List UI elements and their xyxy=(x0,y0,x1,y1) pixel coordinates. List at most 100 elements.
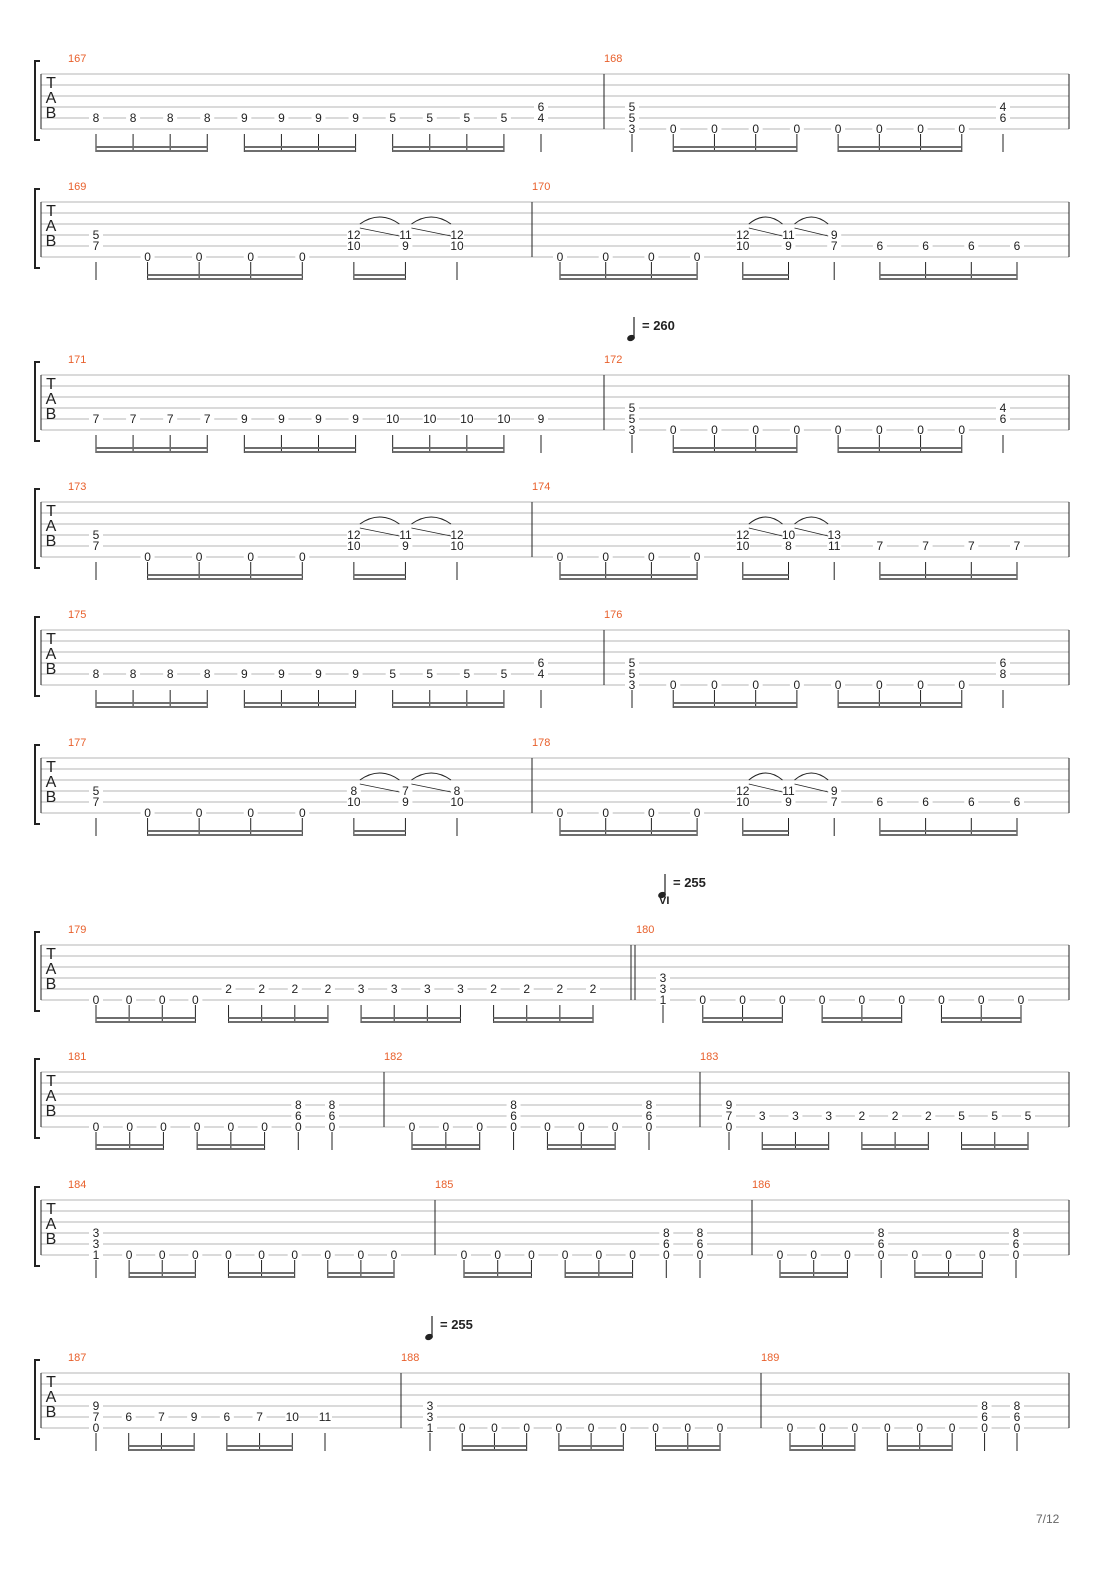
fret-number: 7 xyxy=(204,412,211,426)
fret-number: 0 xyxy=(978,993,985,1007)
beam xyxy=(565,1272,633,1274)
beam xyxy=(780,1276,848,1278)
fret-background xyxy=(496,414,511,424)
fret-number: 0 xyxy=(192,993,199,1007)
tempo-marking: = 255 xyxy=(425,1316,473,1341)
beam xyxy=(762,1144,829,1146)
fret-background xyxy=(387,984,402,994)
fret-number: 6 xyxy=(329,1109,336,1123)
fret-number: 0 xyxy=(717,1421,724,1435)
fret-background xyxy=(954,425,969,435)
fret-number: 0 xyxy=(443,1120,450,1134)
beam xyxy=(655,1449,720,1451)
fret-background xyxy=(1014,995,1028,1005)
fret-number: 0 xyxy=(1014,1421,1021,1435)
fret-background xyxy=(666,425,681,435)
fret-background xyxy=(89,1250,103,1260)
tab-clef-letter: A xyxy=(46,774,57,791)
fret-number: 0 xyxy=(126,993,133,1007)
fret-background xyxy=(291,1122,306,1132)
fret-number: 0 xyxy=(646,1120,653,1134)
fret-number: 0 xyxy=(684,1421,691,1435)
fret-number: 11 xyxy=(828,539,841,553)
fret-background xyxy=(163,414,178,424)
fret-background xyxy=(831,680,846,690)
beam xyxy=(861,1144,929,1146)
fret-number: 2 xyxy=(325,982,332,996)
beam xyxy=(147,274,303,276)
slur xyxy=(359,772,400,781)
quarter-note-icon xyxy=(425,1333,433,1341)
fret-number: 8 xyxy=(167,111,174,125)
beam xyxy=(96,1021,196,1023)
fret-background xyxy=(977,1401,992,1411)
beam xyxy=(96,1017,196,1019)
fret-background xyxy=(827,230,842,240)
fret-number: 0 xyxy=(652,1421,659,1435)
fret-background xyxy=(656,984,670,994)
slide-line xyxy=(359,783,400,793)
beam xyxy=(547,1148,616,1150)
fret-background xyxy=(291,1111,306,1121)
beam xyxy=(147,830,303,832)
fret-background xyxy=(996,669,1010,679)
fret-number: 9 xyxy=(352,111,359,125)
tab-clef-letter: T xyxy=(46,376,56,393)
fret-number: 0 xyxy=(93,1120,100,1134)
beam xyxy=(147,574,303,576)
fret-background xyxy=(423,1401,437,1411)
quarter-note-icon xyxy=(658,891,666,899)
tab-clef-letter: T xyxy=(46,75,56,92)
fret-background xyxy=(996,102,1010,112)
fret-number: 5 xyxy=(991,1109,998,1123)
fret-background xyxy=(89,995,103,1005)
fret-background xyxy=(872,425,887,435)
fret-background xyxy=(656,973,670,983)
measure-number: 188 xyxy=(401,1352,419,1364)
fret-background xyxy=(666,124,681,134)
fret-number: 8 xyxy=(351,784,358,798)
tempo-extra: VI xyxy=(659,895,669,907)
fret-number: 10 xyxy=(347,795,361,809)
fret-background xyxy=(977,1412,992,1422)
fret-background xyxy=(89,797,103,807)
fret-number: 1 xyxy=(660,993,667,1007)
fret-number: 0 xyxy=(144,806,151,820)
fret-background xyxy=(354,984,369,994)
fret-background xyxy=(506,1122,521,1132)
fret-number: 0 xyxy=(247,806,254,820)
fret-background xyxy=(913,425,928,435)
tempo-value: = 255 xyxy=(440,1317,473,1332)
fret-background xyxy=(459,414,474,424)
fret-number: 10 xyxy=(782,528,796,542)
fret-background xyxy=(598,808,613,818)
beam xyxy=(742,278,789,280)
fret-background xyxy=(913,680,928,690)
fret-number: 9 xyxy=(785,239,792,253)
fret-number: 3 xyxy=(424,982,431,996)
beam xyxy=(96,1148,164,1150)
fret-number: 6 xyxy=(878,1237,885,1251)
fret-number: 10 xyxy=(347,539,361,553)
fret-number: 0 xyxy=(491,1421,498,1435)
fret-number: 9 xyxy=(93,1399,100,1413)
fret-background xyxy=(695,995,710,1005)
fret-number: 11 xyxy=(782,784,795,798)
fret-background xyxy=(254,984,269,994)
system-bracket xyxy=(34,1359,40,1440)
fret-number: 0 xyxy=(192,1248,199,1262)
fret-background xyxy=(287,1250,302,1260)
fret-number: 7 xyxy=(1014,539,1021,553)
fret-background xyxy=(385,113,400,123)
fret-background xyxy=(586,984,600,994)
fret-number: 0 xyxy=(578,1120,585,1134)
fret-number: 12 xyxy=(347,528,361,542)
fret-number: 0 xyxy=(557,550,564,564)
beam xyxy=(197,1148,265,1150)
fret-background xyxy=(450,541,464,551)
fret-background xyxy=(422,113,437,123)
